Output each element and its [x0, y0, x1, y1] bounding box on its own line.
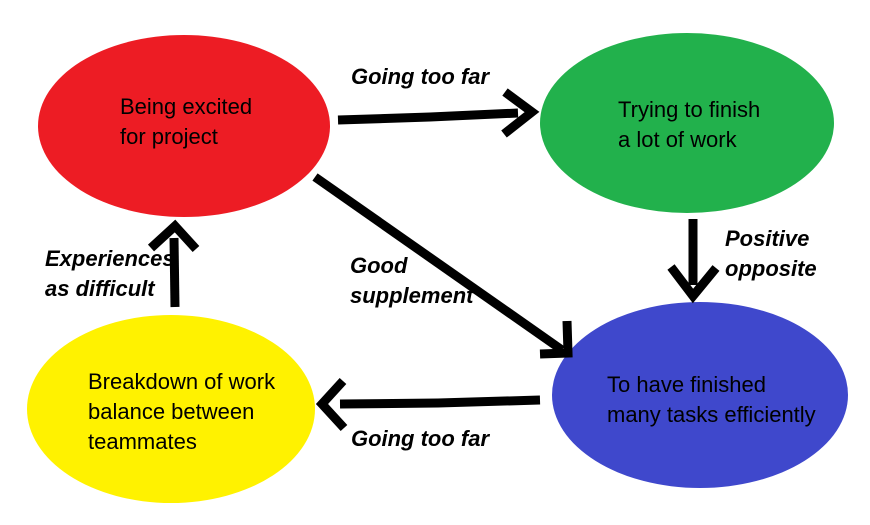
edge-label-good-supplement: Good supplement	[350, 253, 474, 308]
edge-label-positive-opposite: Positive opposite	[725, 226, 817, 281]
arrow-trying-to-finished	[667, 219, 720, 304]
edge-label-going-too-far-top: Going too far	[350, 64, 490, 89]
node-breakdown-work-balance-ellipse	[27, 315, 315, 503]
arrow-excited-to-trying	[337, 88, 540, 138]
edge-label-experiences-as-difficult: Experiences as difficult	[45, 246, 175, 301]
arrow-excited-to-finished	[312, 173, 573, 359]
node-label-finished-tasks: To have finished many tasks efficiently	[607, 372, 816, 427]
node-finished-tasks-ellipse	[552, 302, 848, 488]
node-trying-to-finish-ellipse	[540, 33, 834, 213]
node-label-trying-to-finish: Trying to finish a lot of work	[618, 97, 761, 152]
edge-label-going-too-far-bottom: Going too far	[350, 426, 490, 451]
node-label-breakdown-work-balance: Breakdown of work balance between teamma…	[88, 369, 276, 454]
arrow-breakdown-to-excited	[147, 219, 200, 308]
arrow-finished-to-breakdown	[315, 377, 541, 432]
node-being-excited-ellipse	[38, 35, 330, 217]
node-label-being-excited: Being excited for project	[120, 94, 253, 149]
